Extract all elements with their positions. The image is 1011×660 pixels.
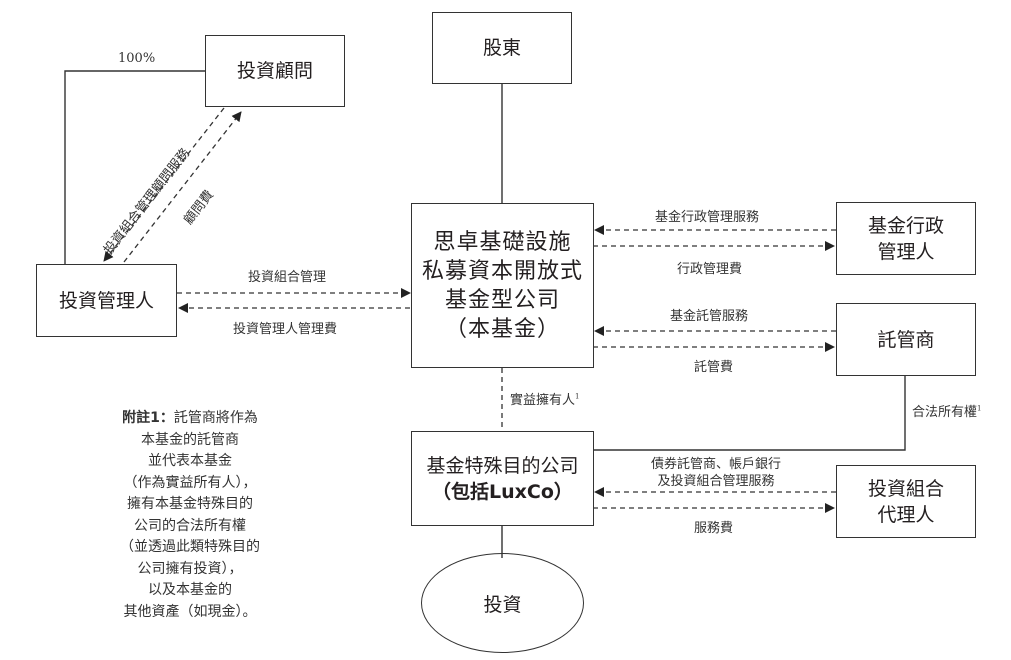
footnote-line-4: （作為實益所有人）， [123, 474, 257, 491]
label-custody-services: 基金託管服務 [670, 309, 749, 324]
advisory-services-arrow [103, 107, 225, 262]
label-manager-fee: 投資管理人管理費 [233, 322, 338, 337]
node-investment-advisor: 投資顧問 [205, 35, 345, 107]
footnote-line-3: 並代表本基金 [148, 453, 232, 469]
footnote-line-7: （並透過此類特殊目的 [120, 539, 260, 555]
node-shareholders: 股東 [432, 12, 572, 84]
node-custodian: 託管商 [836, 303, 976, 376]
footnote-label: 附註1： [122, 410, 174, 426]
footnote-line-1: 附註1：託管商將作為 [80, 408, 300, 430]
label-legal-ownership: 合法所有權1 [912, 401, 981, 420]
node-fund-spv-line-2: （包括LuxCo） [432, 480, 573, 503]
label-beneficial-owner: 實益擁有人1 [510, 389, 579, 408]
node-shareholders-label: 股東 [482, 37, 521, 59]
label-beneficial-owner-note: 1 [575, 392, 580, 401]
label-portfolio-management: 投資組合管理 [248, 270, 327, 285]
footnote: 附註1：託管商將作為 本基金的託管商 並代表本基金 （作為實益所有人）， 擁有本… [80, 408, 300, 623]
footnote-line-2: 本基金的託管商 [141, 431, 239, 448]
node-portfolio-agent: 投資組合 代理人 [836, 465, 976, 538]
node-fund-administrator-line-2: 管理人 [877, 240, 935, 263]
label-legal-ownership-text: 合法所有權 [912, 405, 978, 420]
footnote-text-1: 託管商將作為 [173, 410, 258, 426]
legal-ownership-line [593, 376, 906, 451]
footnote-line-10: 其他資產（如現金）。 [123, 603, 257, 620]
node-fund-line-3: 基金型公司 [444, 287, 560, 313]
footnote-line-6: 公司的合法所有權 [134, 517, 246, 534]
node-investment-manager-label: 投資管理人 [58, 289, 154, 312]
label-custody-fee: 託管費 [694, 360, 734, 375]
ownership-line [64, 70, 205, 265]
node-fund-administrator: 基金行政 管理人 [836, 202, 976, 275]
node-fund-spv-line-1: 基金特殊目的公司 [426, 454, 579, 477]
node-fund-line-1: 思卓基礎設施 [433, 229, 572, 255]
node-fund: 思卓基礎設施 私募資本開放式 基金型公司 （本基金） [411, 203, 594, 368]
node-custodian-label: 託管商 [877, 328, 935, 351]
node-fund-spv: 基金特殊目的公司 （包括LuxCo） [411, 431, 594, 526]
label-agent-services-line-1: 債券託管商、帳戶銀行 [650, 457, 781, 472]
label-service-fee: 服務費 [694, 521, 734, 536]
label-agent-services-line-2: 及投資組合管理服務 [657, 474, 775, 489]
node-fund-line-2: 私募資本開放式 [421, 258, 583, 284]
label-legal-ownership-note: 1 [977, 404, 982, 413]
advisory-fee-arrow [123, 111, 242, 263]
node-investments-label: 投資 [483, 593, 522, 616]
label-beneficial-owner-text: 實益擁有人 [510, 393, 576, 408]
node-investments: 投資 [421, 553, 584, 653]
node-fund-administrator-line-1: 基金行政 [867, 214, 944, 237]
node-portfolio-agent-line-1: 投資組合 [867, 477, 944, 500]
label-ownership-pct: 100% [118, 51, 156, 66]
label-admin-services: 基金行政管理服務 [655, 210, 760, 225]
label-agent-services: 債券託管商、帳戶銀行 及投資組合管理服務 [636, 456, 796, 490]
footnote-line-8: 公司擁有投資）， [137, 560, 243, 577]
node-investment-manager: 投資管理人 [36, 264, 177, 337]
node-investment-advisor-label: 投資顧問 [236, 60, 313, 82]
node-portfolio-agent-line-2: 代理人 [877, 503, 935, 526]
footnote-line-9: 以及本基金的 [148, 582, 232, 598]
label-admin-fee: 行政管理費 [677, 262, 743, 277]
footnote-line-5: 擁有本基金特殊目的 [127, 496, 253, 512]
node-fund-line-4: （本基金） [444, 316, 560, 342]
